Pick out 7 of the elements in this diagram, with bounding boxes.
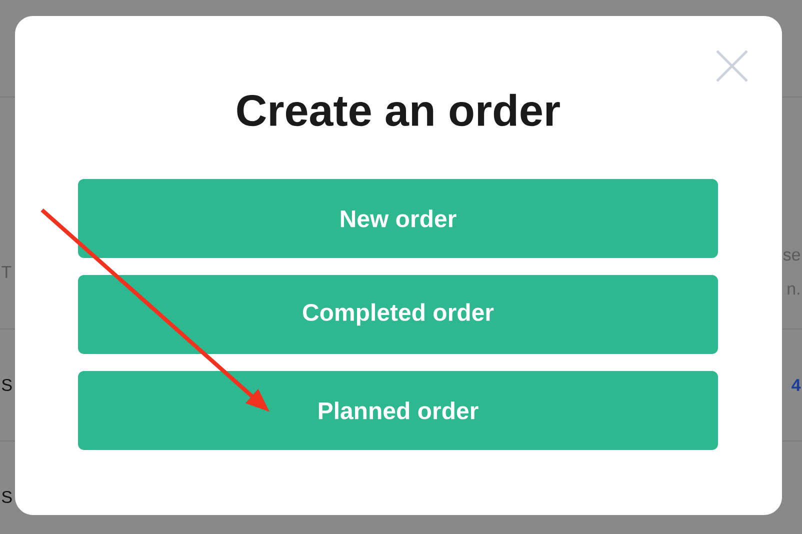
option-button: Completed order xyxy=(78,274,718,354)
background-text: 4 xyxy=(792,379,801,391)
background-text: S xyxy=(2,378,12,391)
background-text: S xyxy=(2,490,12,503)
option-button: New order xyxy=(78,178,718,258)
dialog-title: Create an order xyxy=(237,94,560,126)
option-button: Planned order xyxy=(78,370,718,450)
